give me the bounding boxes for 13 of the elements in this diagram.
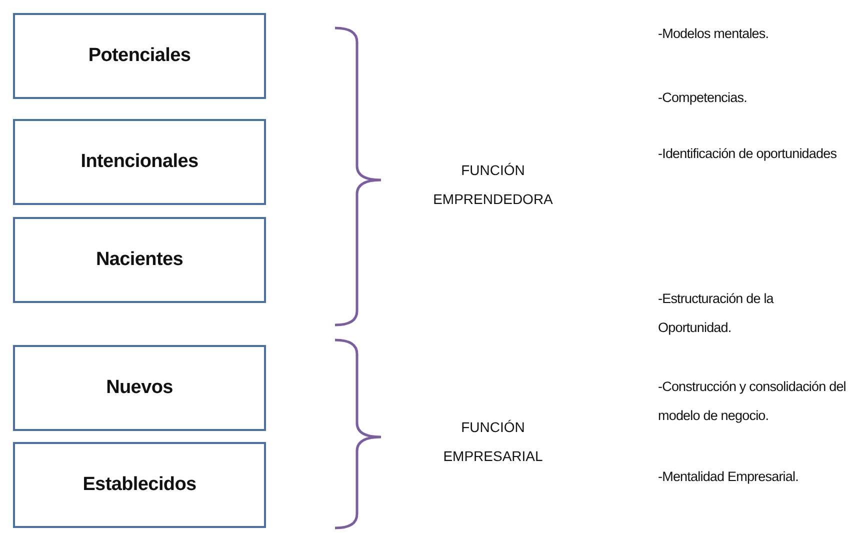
category-box: Establecidos xyxy=(13,442,266,528)
note-text: -Construcción y consolidación del modelo de negocio. xyxy=(658,378,847,425)
note-text: -Competencias. xyxy=(658,89,748,107)
category-box: Potenciales xyxy=(13,13,266,99)
category-box: Nacientes xyxy=(13,217,266,303)
note-text: -Mentalidad Empresarial. xyxy=(658,468,800,486)
note-text: -Modelos mentales. xyxy=(658,25,770,43)
category-box: Nuevos xyxy=(13,345,266,431)
function-label: FUNCIÓN EMPRENDEDORA xyxy=(432,161,554,209)
function-label: FUNCIÓN EMPRESARIAL xyxy=(442,418,544,466)
note-text: -Estructuración de la Oportunidad. xyxy=(658,290,775,337)
category-box: Intencionales xyxy=(13,119,266,205)
note-text: -Identificación de oportunidades xyxy=(658,145,838,163)
